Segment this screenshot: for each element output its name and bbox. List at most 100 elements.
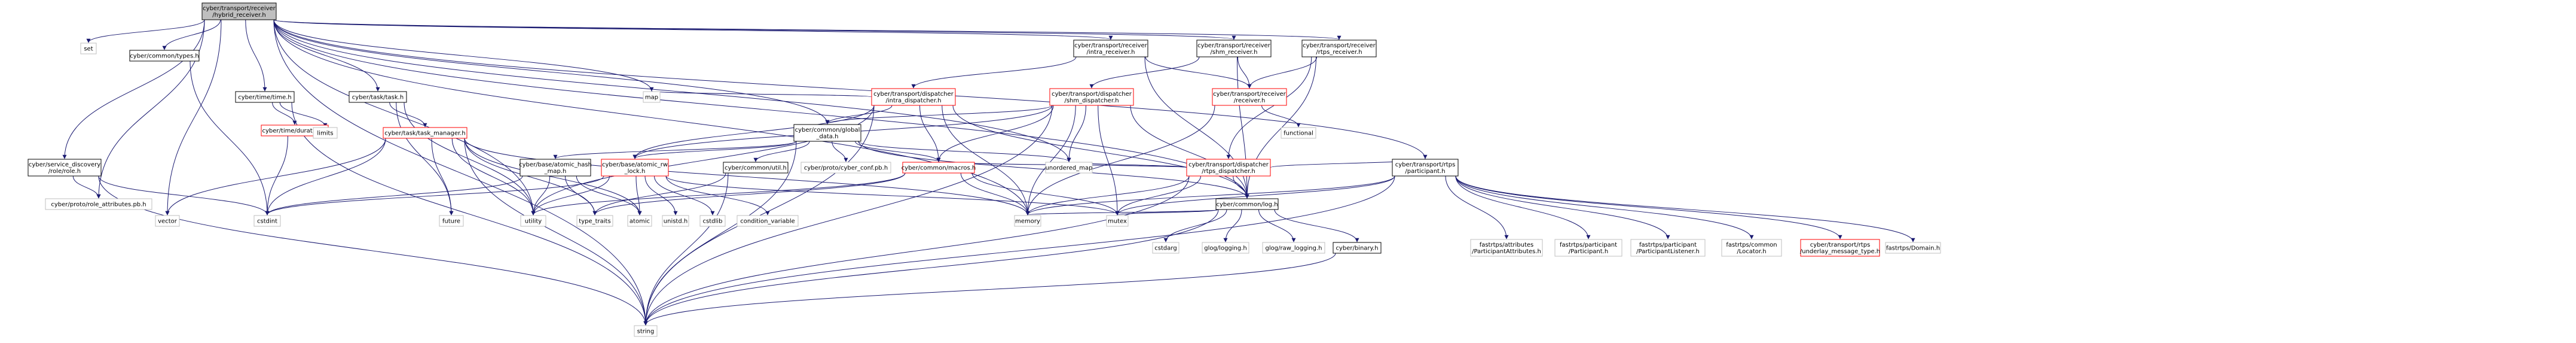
edge-global_data-to-util — [753, 141, 810, 162]
node-label: cyber/time/duration.h — [262, 128, 328, 135]
node-label: cyber/transport/receiver — [203, 5, 276, 12]
node-label: set — [84, 46, 93, 53]
node-receiver[interactable]: cyber/transport/receiver/receiver.h — [1212, 88, 1287, 106]
node-label: /intra_receiver.h — [1087, 49, 1135, 56]
edge-intra_dispatcher-to-map — [649, 90, 872, 98]
node-box — [643, 91, 661, 103]
edge-root-to-utility — [273, 19, 536, 215]
edge-task_manager-to-string — [464, 138, 648, 326]
edge-task_manager-to-memory — [464, 138, 1030, 215]
node-macros[interactable]: cyber/common/macros.h — [902, 162, 976, 174]
node-label: mutex — [1108, 218, 1127, 225]
node-fast-listener: fastrtps/participant/ParticipantListener… — [1630, 239, 1706, 257]
node-box — [662, 215, 689, 227]
node-box — [1630, 239, 1706, 257]
edge-shm_dispatcher-to-memory — [1025, 105, 1076, 215]
edge-atomic_hash_map-to-cstdint — [265, 175, 523, 215]
node-label: cyber/task/task.h — [352, 95, 404, 101]
node-box — [723, 162, 789, 174]
node-label: cyber/proto/cyber_conf.pb.h — [804, 165, 888, 172]
node-label: cyber/transport/rtps — [1810, 242, 1871, 248]
node-label: /ParticipantListener.h — [1636, 248, 1700, 255]
node-box — [1215, 198, 1279, 210]
node-box — [27, 159, 102, 177]
node-global-data[interactable]: cyber/common/global_data.h — [793, 124, 861, 142]
node-task[interactable]: cyber/task/task.h — [349, 91, 407, 103]
node-types[interactable]: cyber/common/types.h — [129, 50, 200, 62]
node-role[interactable]: cyber/service_discovery/role/role.h — [27, 159, 102, 177]
node-shm-dispatcher[interactable]: cyber/transport/dispatcher/shm_dispatche… — [1049, 88, 1134, 106]
edge-macros-to-memory — [960, 172, 1030, 215]
edge-task_manager-to-future — [431, 138, 454, 215]
node-label: /ParticipantAttributes.h — [1472, 248, 1541, 255]
node-rtps-receiver[interactable]: cyber/transport/receiver/rtps_receiver.h — [1301, 40, 1377, 57]
node-task-manager[interactable]: cyber/task/task_manager.h — [383, 127, 467, 139]
node-atomic-rw-lock[interactable]: cyber/base/atomic_rw_lock.h — [601, 159, 669, 177]
edge-log-to-glog_logging — [1223, 209, 1242, 242]
node-box — [1554, 239, 1622, 257]
edge-root-to-rtps_receiver — [273, 19, 1341, 40]
node-label: _map.h — [544, 168, 567, 175]
edge-root-to-types — [162, 19, 221, 50]
node-root[interactable]: cyber/transport/receiver/hybrid_receiver… — [201, 2, 277, 20]
node-utility: utility — [520, 215, 546, 227]
node-vector: vector — [155, 215, 180, 227]
node-intra-receiver[interactable]: cyber/transport/receiver/intra_receiver.… — [1073, 40, 1148, 57]
node-condvar: condition_variable — [737, 215, 799, 227]
edge-task_manager-to-vector — [165, 138, 386, 215]
node-label: /shm_receiver.h — [1211, 49, 1258, 56]
node-rtps-dispatcher[interactable]: cyber/transport/dispatcher/rtps_dispatch… — [1186, 159, 1271, 177]
node-intra-dispatcher[interactable]: cyber/transport/dispatcher/intra_dispatc… — [871, 88, 956, 106]
edge-atomic_rw_lock-to-utility — [531, 175, 610, 215]
node-box — [439, 215, 464, 227]
node-box — [800, 162, 891, 174]
node-box — [313, 127, 338, 139]
node-label: atomic — [630, 218, 650, 225]
edge-log-to-binary — [1274, 209, 1359, 242]
node-underlay[interactable]: cyber/transport/rtps/underlay_message_ty… — [1800, 239, 1880, 257]
node-limits: limits — [313, 127, 338, 139]
node-label: cyber/transport/rtps — [1395, 162, 1456, 168]
node-label: future — [442, 218, 460, 225]
node-atomic-hash-map[interactable]: cyber/base/atomic_hash_map.h — [519, 159, 592, 177]
node-box — [627, 215, 652, 227]
node-binary[interactable]: cyber/binary.h — [1333, 242, 1382, 254]
node-box — [1106, 215, 1129, 227]
node-mutex: mutex — [1106, 215, 1129, 227]
node-box — [201, 2, 277, 20]
node-time[interactable]: cyber/time/time.h — [235, 91, 295, 103]
edge-global_data-to-unordered_map — [858, 141, 1071, 162]
node-util[interactable]: cyber/common/util.h — [723, 162, 789, 174]
node-fast-attr: fastrtps/attributes/ParticipantAttribute… — [1470, 239, 1543, 257]
edge-log-to-glog_raw — [1258, 209, 1296, 242]
node-type-traits: type_traits — [576, 215, 613, 227]
edge-participant-to-underlay — [1455, 175, 1842, 239]
node-label: /Locator.h — [1737, 248, 1766, 255]
node-label: cyber/transport/receiver — [1213, 91, 1287, 98]
edge-atomic_rw_lock-to-cstdint — [265, 175, 604, 215]
node-label: cyber/common/global — [795, 127, 860, 133]
node-participant[interactable]: cyber/transport/rtps/participant.h — [1392, 159, 1459, 177]
node-box — [1186, 159, 1271, 177]
node-future: future — [439, 215, 464, 227]
node-shm-receiver[interactable]: cyber/transport/receiver/shm_receiver.h — [1196, 40, 1272, 57]
edge-role-to-cstdint — [98, 175, 270, 215]
node-label: /intra_dispatcher.h — [885, 98, 941, 104]
node-box — [349, 91, 407, 103]
edge-log-to-mutex — [1115, 209, 1219, 215]
node-box — [520, 215, 546, 227]
node-label: cyber/transport/dispatcher — [873, 91, 954, 98]
node-atomic: atomic — [627, 215, 652, 227]
edge-root-to-memory — [273, 19, 1030, 215]
node-label: fastrtps/participant — [1639, 242, 1697, 248]
node-label: cstdint — [257, 218, 277, 225]
node-box — [1014, 215, 1041, 227]
node-label: fastrtps/participant — [1560, 242, 1617, 248]
node-box — [576, 215, 613, 227]
node-log[interactable]: cyber/common/log.h — [1215, 198, 1279, 210]
node-label: cyber/transport/receiver — [1197, 43, 1271, 49]
node-label: cyber/time/time.h — [238, 95, 291, 101]
node-functional: functional — [1281, 127, 1316, 139]
edge-root-to-role_attr — [96, 19, 205, 199]
node-label: limits — [317, 130, 333, 137]
